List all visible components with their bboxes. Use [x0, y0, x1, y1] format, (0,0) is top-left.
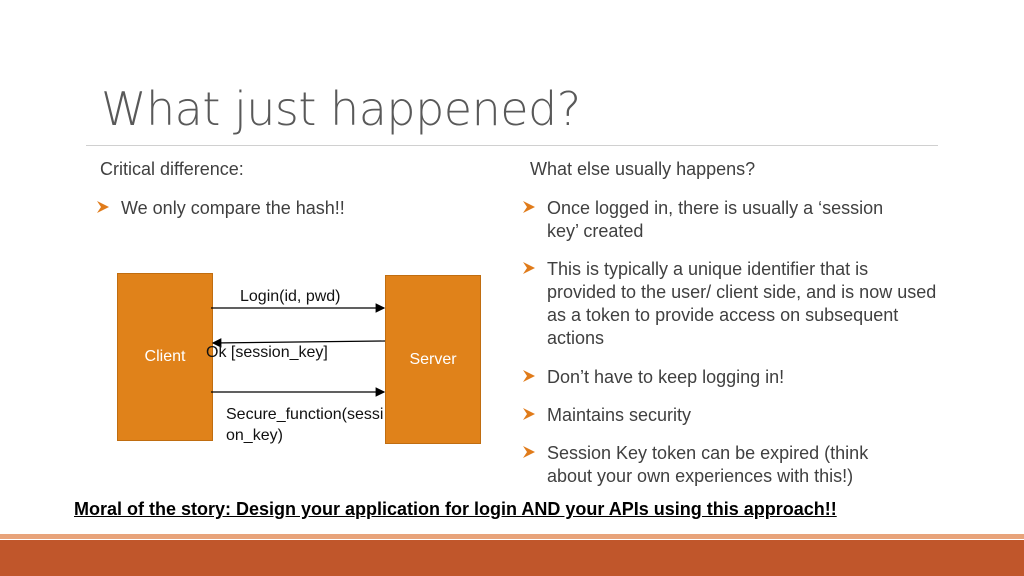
- ok-message-label: Ok [session_key]: [206, 344, 328, 361]
- title-divider: [86, 145, 938, 146]
- footer-band: [0, 540, 1024, 576]
- client-box: Client: [117, 273, 213, 441]
- login-message-label: Login(id, pwd): [240, 288, 341, 305]
- bullet-arrow-icon: [97, 201, 109, 213]
- bullet-arrow-icon: [523, 446, 535, 458]
- bullet-arrow-icon: [523, 201, 535, 213]
- bullet-arrow-icon: [523, 408, 535, 420]
- server-box: Server: [385, 275, 481, 444]
- secure-message-label: Secure_function(session_key): [226, 406, 384, 444]
- right-bullet-text: Once logged in, there is usually a ‘sess…: [547, 198, 884, 241]
- server-label: Server: [409, 350, 457, 368]
- slide-title: What just happened?: [101, 82, 581, 136]
- left-bullet-text: We only compare the hash!!: [121, 198, 345, 218]
- bullet-arrow-icon: [523, 262, 535, 274]
- footer-thin-band: [0, 534, 1024, 539]
- ok-arrow: [211, 338, 386, 348]
- right-bullet-text: Maintains security: [547, 405, 692, 425]
- moral-statement: Moral of the story: Design your applicat…: [74, 499, 837, 519]
- right-column-heading: What else usually happens?: [530, 159, 756, 179]
- right-bullet-text: Session Key token can be expired (think …: [547, 443, 869, 486]
- right-bullet-text: Don’t have to keep logging in!: [547, 367, 785, 387]
- left-column-heading: Critical difference:: [100, 159, 244, 179]
- bullet-arrow-icon: [523, 370, 535, 382]
- right-bullet-text: This is typically a unique identifier th…: [547, 259, 937, 348]
- client-label: Client: [144, 348, 186, 365]
